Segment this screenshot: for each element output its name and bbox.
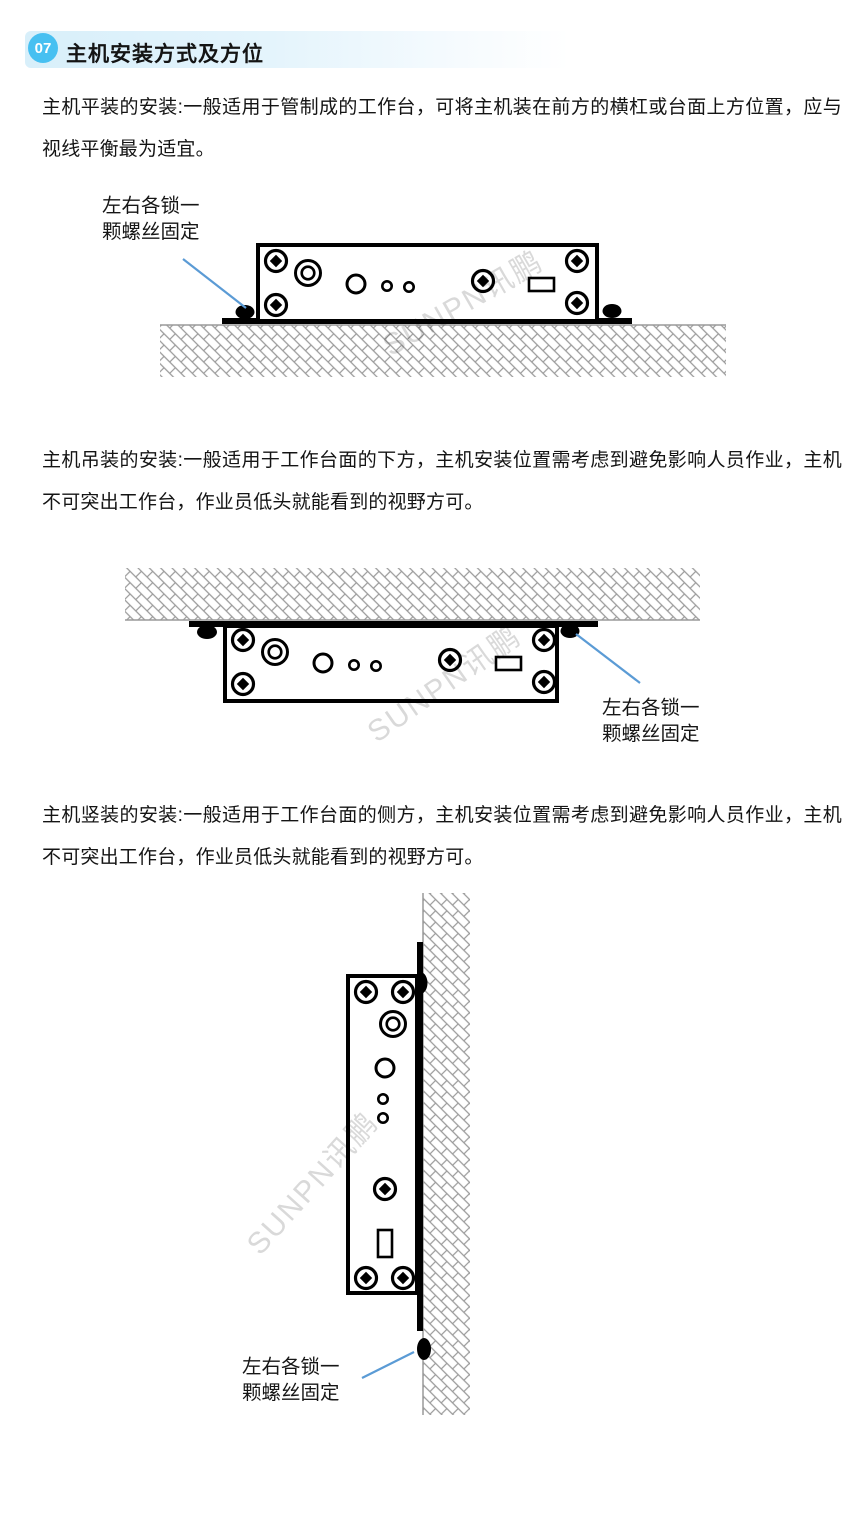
paragraph-flat-install: 主机平装的安装:一般适用于管制成的工作台，可将主机装在前方的横杠或台面上方位置，…	[42, 97, 842, 160]
panel-screw-icon	[263, 292, 289, 318]
screw-left-icon	[197, 625, 217, 639]
callout-line	[361, 1351, 415, 1379]
panel-screw-icon	[353, 979, 379, 1005]
port-hole-icon	[345, 273, 367, 295]
section-number: 07	[34, 39, 52, 57]
wall-surface	[423, 893, 470, 1415]
callout-label-line1: 左右各锁一	[602, 697, 700, 719]
port-hole-icon	[312, 652, 334, 674]
section-header-bar	[25, 31, 570, 68]
paragraph-vertical-install: 主机竖装的安装:一般适用于工作台面的侧方，主机安装位置需考虑到避免影响人员作业，…	[42, 805, 842, 868]
slot-opening	[494, 655, 523, 672]
diagram-flat-mount: SUNPN讯鹏 左右各锁一 颗螺丝固定	[102, 195, 726, 377]
led-hole-icon	[347, 658, 360, 671]
mounting-plate	[417, 942, 423, 1331]
led-hole-icon	[376, 1112, 389, 1125]
panel-screw-icon	[390, 1265, 416, 1291]
panel-screw-icon	[564, 248, 590, 274]
panel-screw-icon	[531, 669, 557, 695]
panel-screw-icon	[390, 979, 416, 1005]
diagram-hanging-mount: SUNPN讯鹏 左右各锁一 颗螺丝固定	[125, 568, 700, 749]
panel-screw-icon	[372, 1176, 398, 1202]
table-surface	[160, 325, 726, 377]
section-number-badge: 07	[28, 33, 58, 63]
callout-label-line2: 颗螺丝固定	[102, 221, 200, 243]
screw-right-icon	[602, 304, 622, 318]
callout-label-line1: 左右各锁一	[102, 195, 200, 217]
connector-jack-icon	[294, 259, 322, 287]
callout-label-line1: 左右各锁一	[242, 1356, 340, 1378]
led-hole-icon	[369, 659, 382, 672]
paragraph-hanging-install: 主机吊装的安装:一般适用于工作台面的下方，主机安装位置需考虑到避免影响人员作业，…	[42, 450, 842, 513]
led-hole-icon	[376, 1093, 389, 1106]
panel-screw-icon	[353, 1265, 379, 1291]
callout-line	[575, 633, 641, 684]
slot-opening	[376, 1228, 394, 1259]
callout-label-line2: 颗螺丝固定	[242, 1382, 340, 1404]
port-hole-icon	[374, 1057, 396, 1079]
panel-screw-icon	[263, 248, 289, 274]
screw-left-icon	[235, 305, 255, 319]
led-hole-icon	[402, 280, 415, 293]
callout-label-line2: 颗螺丝固定	[602, 723, 700, 745]
page-title: 主机安装方式及方位	[66, 43, 264, 66]
led-hole-icon	[380, 279, 393, 292]
table-surface	[125, 568, 700, 620]
screw-bottom-icon	[417, 1338, 431, 1360]
connector-jack-icon	[379, 1010, 407, 1038]
panel-screw-icon	[230, 627, 256, 653]
panel-screw-icon	[531, 627, 557, 653]
panel-screw-icon	[564, 290, 590, 316]
connector-jack-icon	[261, 638, 289, 666]
diagram-vertical-mount: SUNPN讯鹏 左右各锁一 颗螺丝固定	[241, 893, 470, 1415]
callout-line	[182, 258, 247, 309]
panel-screw-icon	[230, 671, 256, 697]
slot-opening	[527, 276, 556, 293]
screw-right-icon	[560, 624, 580, 638]
